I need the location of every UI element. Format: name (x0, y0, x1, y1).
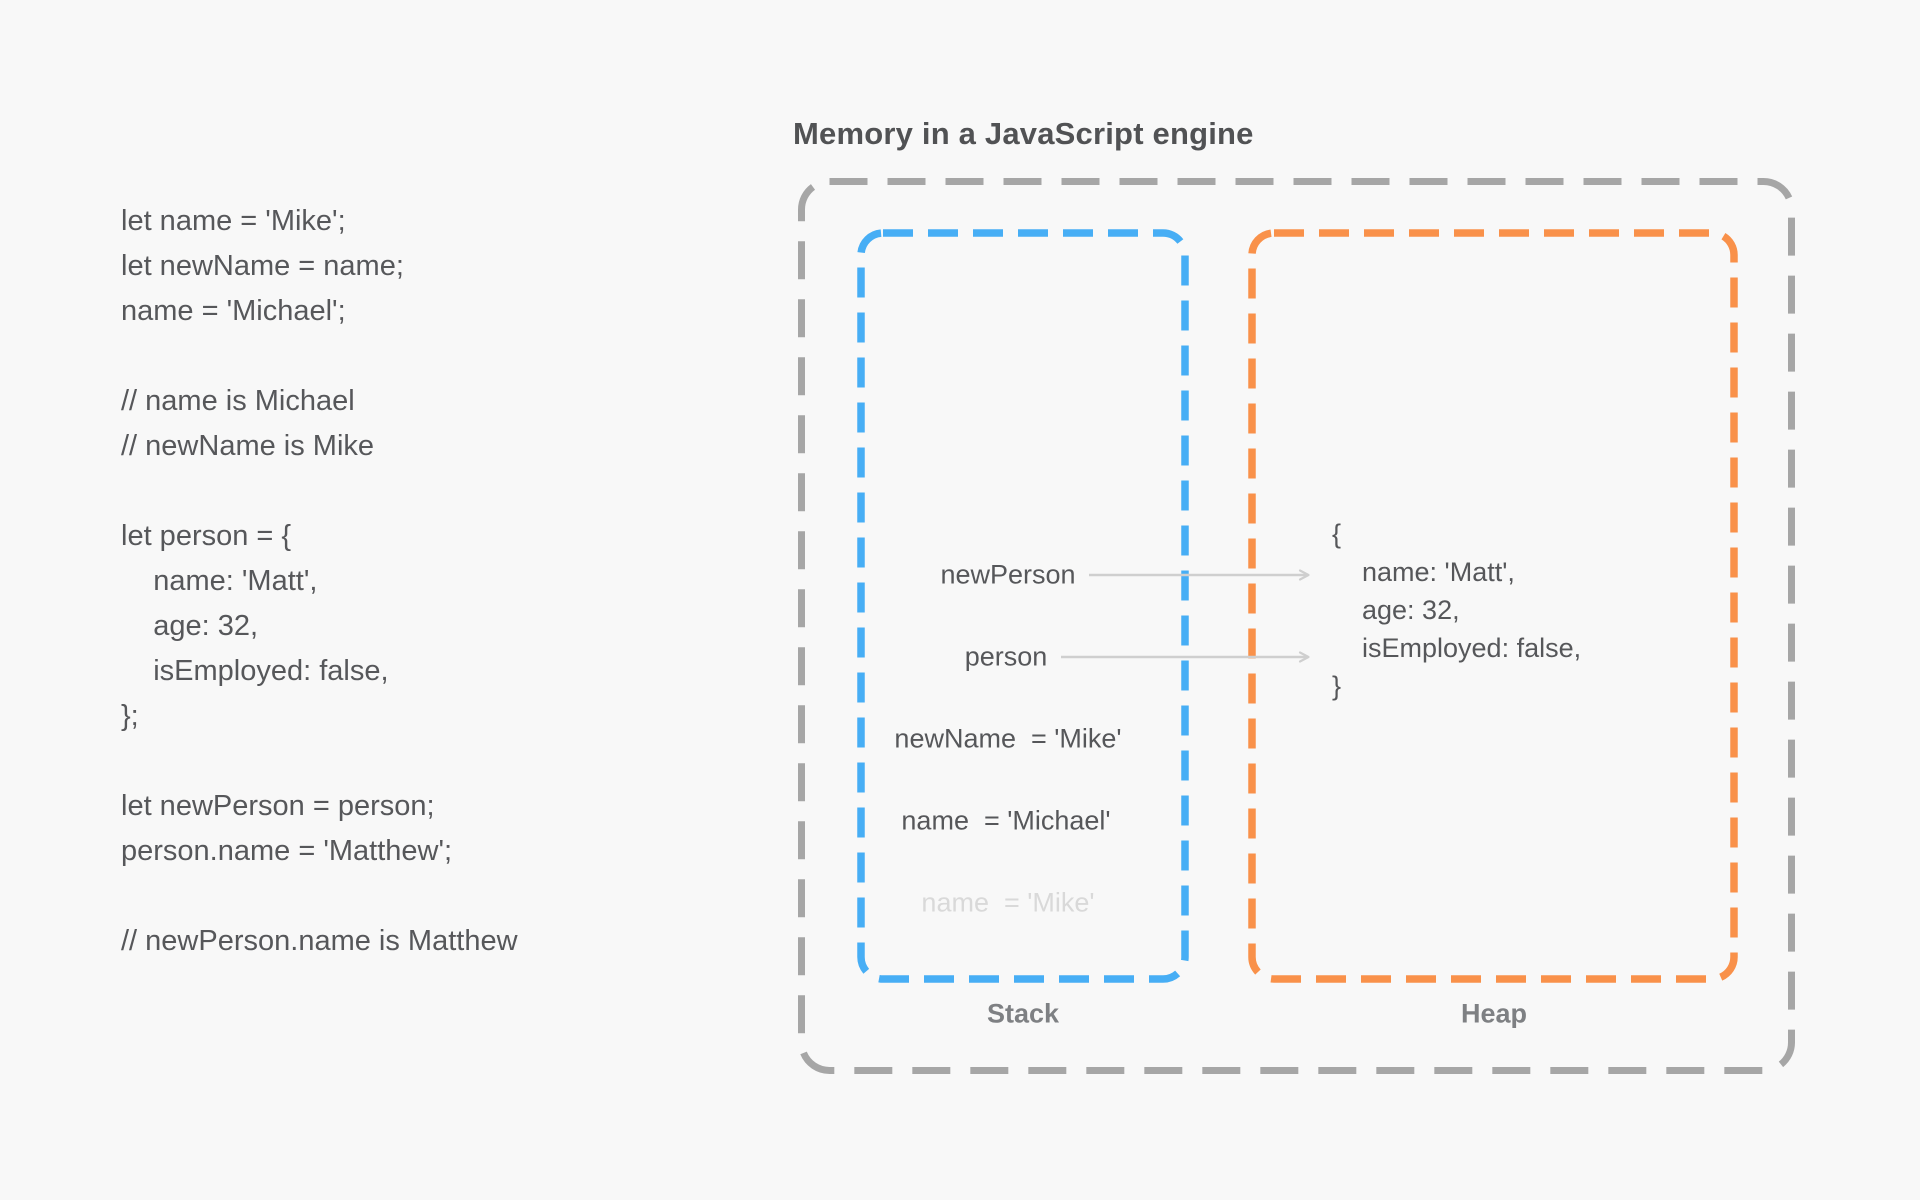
stack-var-newname: newName = 'Mike' (894, 723, 1122, 754)
diagram-title: Memory in a JavaScript engine (793, 116, 1254, 151)
code-listing: let name = 'Mike'; let newName = name; n… (121, 205, 518, 957)
stack-var-newperson: newPerson (940, 559, 1076, 590)
stack-var-name-old-value: name = 'Mike' (921, 887, 1095, 918)
memory-outer-box (798, 178, 1795, 1074)
stack-var-person: person (964, 641, 1048, 672)
stack-var-name: name = 'Michael' (901, 805, 1111, 836)
heap-caption: Heap (1460, 998, 1528, 1029)
stack-caption: Stack (986, 998, 1060, 1029)
heap-object-literal: { name: 'Matt', age: 32, isEmployed: fal… (1332, 519, 1582, 701)
stack-box (857, 229, 1189, 983)
